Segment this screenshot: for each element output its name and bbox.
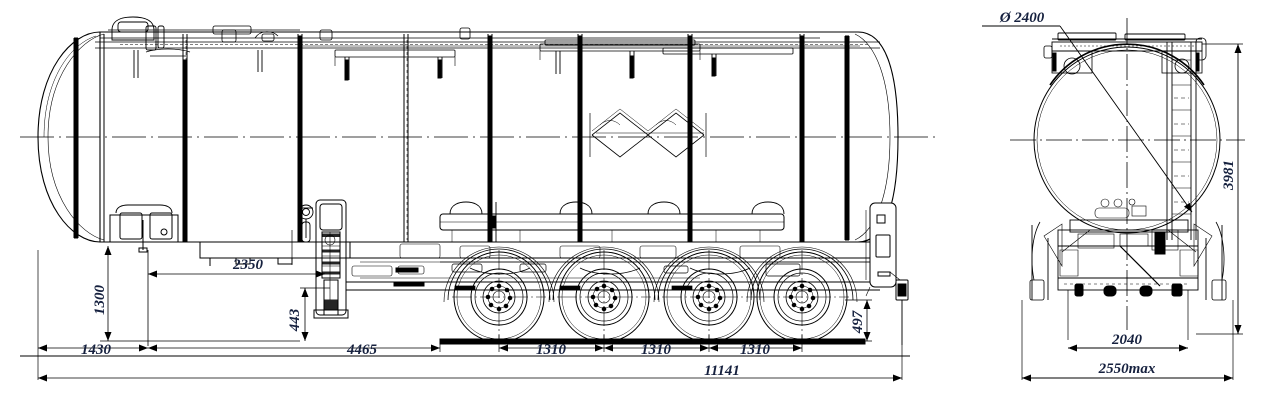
- dim-1300: [100, 246, 300, 342]
- dim-label-2550max: 2550max: [1098, 361, 1156, 377]
- side-elevation-view: 1300 2350 443 1430 4465 1310 1310 1310 4…: [20, 16, 940, 382]
- rear-toolbox: [865, 202, 897, 297]
- wheel-axle-1: [443, 246, 555, 344]
- dim-443: [300, 287, 330, 341]
- rear-chassis-assembly: [1029, 198, 1227, 340]
- manhole-cover: [111, 16, 165, 51]
- dim-11141: [38, 300, 903, 382]
- dim-497: [845, 299, 872, 342]
- dim-label-1310-a: 1310: [536, 342, 567, 358]
- dim-label-1310-c: 1310: [740, 342, 771, 358]
- dim-baseline-row: [37, 250, 440, 380]
- rear-elevation-view: Ø 2400 3981 2040 2550max: [982, 10, 1245, 382]
- dim-label-443: 443: [287, 308, 303, 332]
- access-ladder: [1166, 42, 1197, 240]
- wheel-right: [1205, 225, 1223, 300]
- catwalk-walkway: [95, 16, 880, 81]
- wheel-left: [1031, 225, 1049, 300]
- dim-label-3981: 3981: [1221, 160, 1237, 191]
- dim-label-2350: 2350: [232, 257, 264, 273]
- wheel-axle-3: [653, 246, 765, 344]
- dim-2550max: [1021, 300, 1234, 382]
- king-pin-plate: [199, 241, 351, 266]
- ground-line: [20, 338, 910, 357]
- dim-3981: [1196, 43, 1243, 335]
- dim-label-1430: 1430: [81, 342, 112, 358]
- lattice-panel: [589, 108, 707, 158]
- dim-label-1300: 1300: [92, 285, 108, 316]
- ring-stiffeners: [73, 34, 850, 243]
- dim-diameter-2400-leader: [982, 25, 1193, 213]
- dim-label-497: 497: [850, 310, 866, 334]
- rear-centerlines: [1010, 18, 1245, 330]
- dim-2350: [147, 250, 325, 346]
- dim-label-1310-b: 1310: [641, 342, 672, 358]
- dim-label-11141: 11141: [704, 363, 740, 379]
- wheel-axle-4: [746, 246, 858, 344]
- wheel-group: [443, 246, 858, 344]
- chassis-frame: [196, 241, 880, 291]
- dim-label-4465: 4465: [346, 342, 378, 358]
- top-platform: [1043, 32, 1207, 75]
- dimension-labels-side: 1300 2350 443 1430 4465 1310 1310 1310 4…: [81, 257, 866, 379]
- dim-label-2040: 2040: [1111, 332, 1143, 348]
- dimension-labels-rear: Ø 2400 3981 2040 2550max: [999, 10, 1237, 377]
- discharge-manifold: [439, 201, 805, 243]
- dim-label-diameter-2400: Ø 2400: [999, 10, 1045, 26]
- dimension-lines-side: [37, 246, 903, 382]
- dim-axle-spacings: [439, 335, 803, 352]
- dimension-lines-rear: [982, 25, 1243, 382]
- tank-support-saddle-rear: [109, 204, 179, 253]
- wheel-axle-2: [548, 246, 660, 344]
